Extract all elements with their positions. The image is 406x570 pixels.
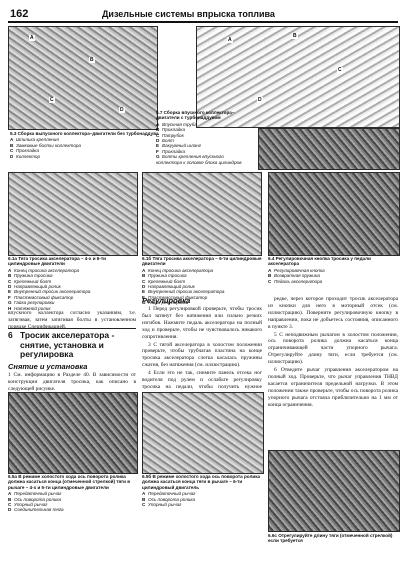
caption-title: 6.6с Отрегулируйте длину тяги (отмеченно… (268, 533, 393, 544)
page-title: Дизельные системы впрыска топлива (102, 9, 275, 19)
caption-fig-6-5a: 6.5а В режиме холостого хода ось поворот… (8, 474, 138, 513)
left-carryover-text: впускного коллектора согласно указаниям,… (8, 310, 136, 330)
caption-fig-6-6: 6.6с Отрегулируйте длину тяги (отмеченно… (268, 533, 398, 545)
left-paragraph-1: 1 См. информацию в Разделе 40. В зависим… (8, 372, 136, 392)
header-rule (8, 21, 398, 23)
caption-fig-6-1b: 6.1б Тяга тросика акселератора – 6-ти ци… (142, 256, 262, 306)
caption-fig-6-5b: 6.5б В режиме холостого хода ось поворот… (142, 474, 264, 507)
photo-pedal-adjuster (268, 172, 400, 256)
photo-intake-detail (258, 128, 400, 170)
caption-title: 6.5а В режиме холостого хода ось поворот… (8, 474, 131, 490)
photo-idle-roller-6cyl (142, 392, 264, 474)
caption-title: 5.7 Сборка впускного коллектора–двигател… (156, 110, 235, 121)
photo-idle-roller-4cyl (8, 392, 138, 474)
section-number: 6 (8, 330, 13, 340)
right-paragraph-continued: редке, через которое проходит тросик акс… (268, 296, 398, 330)
caption-fig-5-7: 5.7 Сборка впускного коллектора–двигател… (156, 110, 246, 165)
photo-cable-linkage-6cyl (142, 172, 262, 256)
caption-title: 6.5б В режиме холостого хода ось поворот… (142, 474, 261, 490)
right-text: редке, через которое проходит тросик акс… (268, 296, 398, 410)
caption-title: 5.3 Сборка выпускного коллектора–двигате… (10, 131, 159, 136)
caption-title: 6.1б Тяга тросика акселератора – 6-ти ци… (142, 256, 262, 267)
caption-fig-6-1a: 6.1а Тяга тросика акселератора – 4-х и 6… (8, 256, 138, 311)
caption-fig-5-3: 5.3 Сборка выпускного коллектора–двигате… (10, 131, 160, 159)
page-number: 162 (10, 8, 29, 20)
right-paragraph-5: 5 С неподвижным рычагом в холостом полож… (268, 331, 398, 366)
subheading-removal: Снятие и установка (8, 362, 88, 371)
section-title: Тросик акселератора - снятие, установка … (20, 330, 115, 359)
subheading-adjustment: Регулировка (142, 296, 191, 305)
caption-title: 6.4 Регулировочная кнопка тросика у педа… (268, 256, 371, 267)
mid-text: 1 Перед регулировкой проверьте, чтобы тр… (142, 306, 262, 399)
mid-paragraph-1: 1 Перед регулировкой проверьте, чтобы тр… (142, 306, 262, 340)
right-paragraph-6: 6 Отведите рычаг управления акселераторо… (268, 367, 398, 408)
section-rule (8, 328, 136, 329)
caption-fig-6-4: 6.4 Регулировочная кнопка тросика у педа… (268, 256, 398, 284)
mid-paragraph-3: 3 С тягой акселератора в холостом положе… (142, 341, 262, 369)
photo-link-adjust (268, 450, 400, 532)
photo-cable-linkage-4cyl (8, 172, 138, 256)
caption-title: 6.1а Тяга тросика акселератора – 4-х и 6… (8, 256, 106, 267)
